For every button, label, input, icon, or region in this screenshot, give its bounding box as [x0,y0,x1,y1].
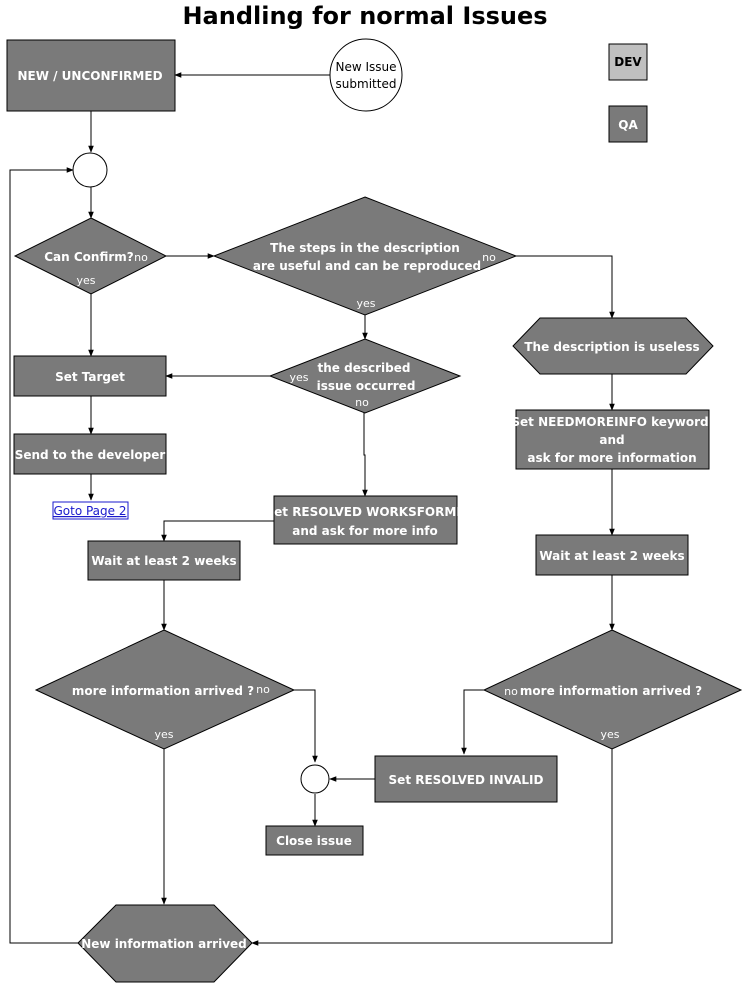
node-send-developer [13,433,167,475]
node-description-useless [512,317,714,375]
edge-label-confirm-yes: yes [76,274,95,287]
node-merge-bottom [300,764,330,794]
node-resolved-worksforme [273,495,458,545]
edge-worksforme-to-wait [161,520,274,542]
edge-label-moreright-no: no [504,685,518,698]
node-described-label-1: the described [318,361,411,375]
chart-title: Handling for normal Issues [182,2,547,30]
node-worksforme-label-1: Set RESOLVED WORKSFORME [266,505,465,519]
node-can-confirm [13,217,168,295]
edge-newinfo-loop [9,167,78,944]
node-merge-top [72,152,108,188]
legend-qa-label: QA [618,118,638,132]
edge-label-moreleft-yes: yes [154,728,173,741]
edge-label-steps-yes: yes [356,297,375,310]
node-can-confirm-label: Can Confirm? [44,250,134,264]
node-more-info-left [34,629,296,750]
node-new-info-arrived-label: New information arrived [81,937,247,951]
node-new-issue-label-2: submitted [336,77,397,91]
node-close-issue-label: Close issue [276,834,352,848]
node-needmoreinfo-label-2: and [599,433,624,447]
node-more-info-right-label: more information arrived ? [520,684,702,698]
goto-page-2-link[interactable]: Goto Page 2 [52,501,129,520]
node-steps-reproducible [212,196,518,316]
edge-moreleft-no [294,689,318,763]
edge-steps-no [516,255,615,319]
node-close-issue [265,825,364,856]
node-description-useless-label: The description is useless [524,340,699,354]
node-send-developer-label: Send to the developer [15,448,166,462]
node-new-unconfirmed [6,39,176,112]
node-new-issue-start [329,38,403,112]
node-wait-right [535,534,689,576]
node-new-info-arrived [77,904,253,983]
edge-label-described-no: no [355,396,369,409]
edge-label-confirm-no: no [134,251,148,264]
node-more-info-right [482,629,743,750]
goto-page-2-frame[interactable] [52,501,129,520]
node-new-issue-label-1: New Issue [335,60,396,74]
legend-qa-box [608,105,648,143]
node-wait-left-label: Wait at least 2 weeks [91,554,236,568]
node-steps-label-1: The steps in the description [270,241,460,255]
node-described-occurred [268,338,462,414]
edge-label-described-yes: yes [289,371,308,384]
goto-page-2-label[interactable]: Goto Page 2 [53,504,126,518]
node-more-info-left-label: more information arrived ? [72,684,254,698]
edge-label-moreleft-no: no [256,683,270,696]
edge-label-moreright-yes: yes [600,728,619,741]
node-wait-right-label: Wait at least 2 weeks [539,549,684,563]
edge-label-steps-no: no [482,251,496,264]
node-steps-label-2: are useful and can be reproduced [253,259,481,273]
node-needmoreinfo-label-3: ask for more information [527,451,696,465]
edge-described-no [362,413,368,497]
legend-dev-box [608,43,648,81]
node-set-target-label: Set Target [55,370,125,384]
node-resolved-invalid-label: Set RESOLVED INVALID [389,773,544,787]
node-needmoreinfo [515,409,710,470]
node-resolved-invalid [374,755,558,803]
node-wait-left [87,540,241,581]
node-needmoreinfo-label-1: Set NEEDMOREINFO keyword [511,415,708,429]
node-worksforme-label-2: and ask for more info [292,524,437,538]
node-set-target [13,355,167,397]
edge-moreright-no [461,689,484,755]
legend-dev-label: DEV [614,55,642,69]
edge-moreright-yes [251,749,613,946]
node-described-label-2: issue occurred [317,379,416,393]
node-new-unconfirmed-label: NEW / UNCONFIRMED [17,69,162,83]
